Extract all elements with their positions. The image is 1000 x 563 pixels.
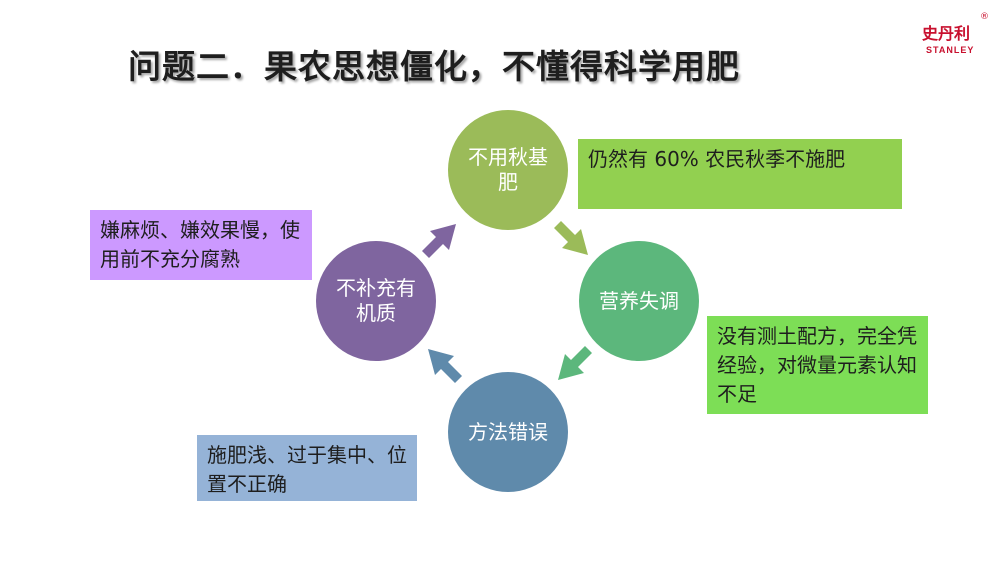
note-box-bottom: 施肥浅、过于集中、位置不正确 [197, 435, 417, 501]
note-box-left: 嫌麻烦、嫌效果慢，使用前不充分腐熟 [90, 210, 312, 280]
cycle-node-label: 方法错误 [468, 419, 548, 444]
cycle-node-no-autumn-fertilizer: 不用秋基肥 [448, 110, 568, 230]
cycle-node-nutrient-imbalance: 营养失调 [579, 241, 699, 361]
slide-title: 问题二．果农思想僵化，不懂得科学用肥 [128, 47, 740, 86]
arrow-bottom-to-left-icon [428, 349, 462, 383]
registered-mark: ® [980, 12, 989, 22]
cycle-node-label: 营养失调 [599, 288, 679, 313]
note-box-top: 仍然有 60% 农民秋季不施肥 [578, 139, 902, 209]
logo-chinese-name: 史丹利 [922, 24, 971, 43]
stanley-logo: 史丹利 ® STANLEY [918, 12, 990, 58]
cycle-node-wrong-method: 方法错误 [448, 372, 568, 492]
logo-english-name: STANLEY [926, 45, 975, 55]
note-box-right: 没有测土配方，完全凭经验，对微量元素认知不足 [707, 316, 928, 414]
arrow-top-to-right-icon [554, 221, 588, 255]
cycle-node-no-organic-matter: 不补充有机质 [316, 241, 436, 361]
arrow-left-to-top-icon [422, 224, 456, 258]
cycle-node-label: 不补充有机质 [336, 276, 416, 325]
cycle-node-label: 不用秋基肥 [468, 145, 548, 194]
arrow-right-to-bottom-icon [558, 346, 592, 380]
